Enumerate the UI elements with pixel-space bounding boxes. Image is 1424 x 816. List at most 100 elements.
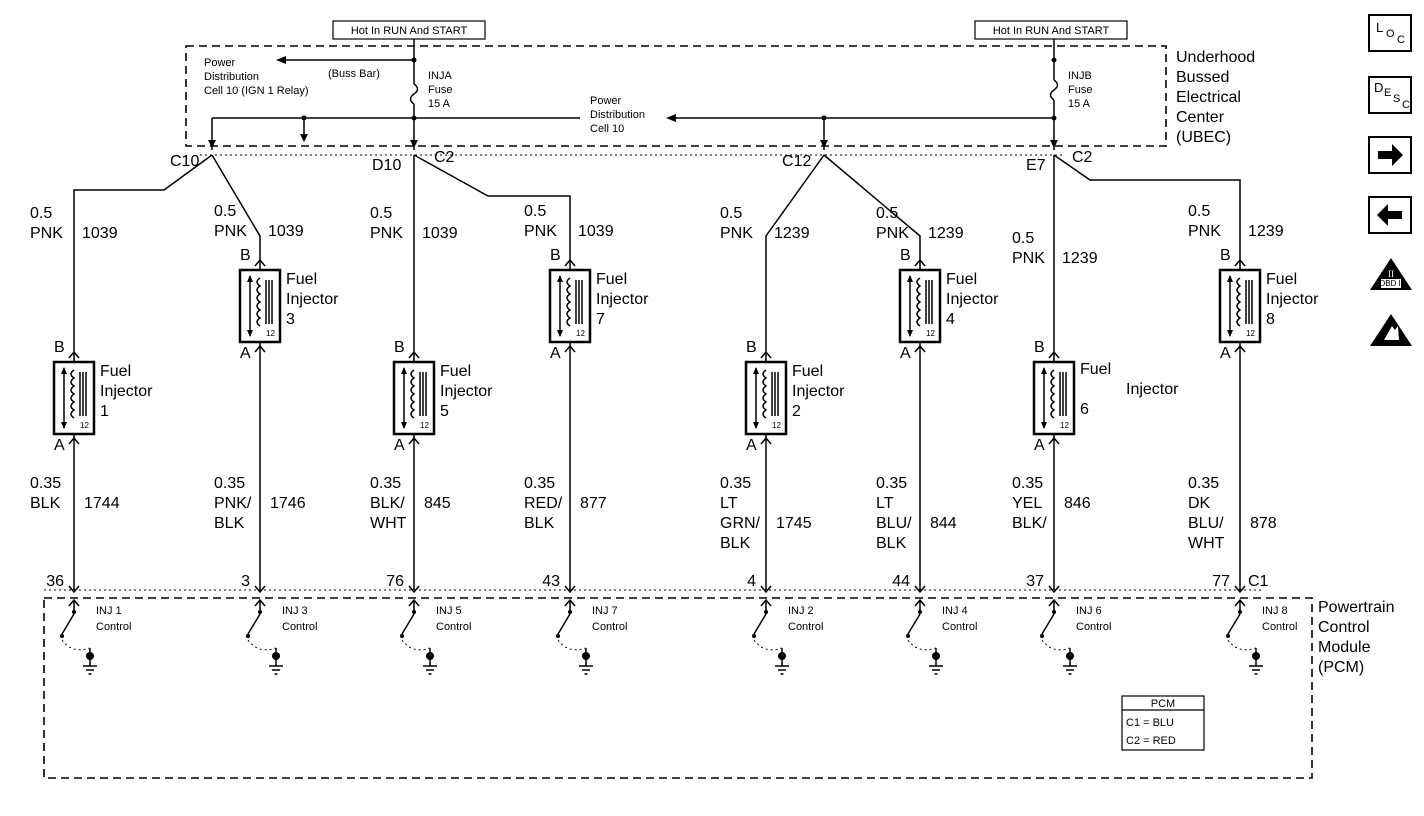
- pin-b-label: B: [1034, 339, 1045, 356]
- arrow-head: [753, 422, 759, 429]
- feed-gauge: 0.5: [1188, 203, 1210, 220]
- ubec-title-line: (UBEC): [1176, 129, 1231, 146]
- switch-blade: [61, 613, 75, 635]
- injector-name-line: 5: [440, 403, 449, 420]
- feed-circuit: 1239: [1062, 250, 1098, 267]
- loc-letter: O: [1386, 28, 1395, 40]
- output-color-line: LT: [720, 495, 738, 512]
- pcm-pin-chevron: [1048, 585, 1060, 594]
- pcm-title-line: (PCM): [1318, 659, 1364, 676]
- switch-contact: [906, 634, 910, 638]
- arrow-head: [208, 140, 216, 148]
- injector-name-line: 2: [792, 403, 801, 420]
- fuse-b-line: INJB: [1068, 70, 1092, 82]
- injector-resistance: 12: [420, 421, 429, 430]
- switch-link: [61, 639, 91, 651]
- switch-link: [401, 639, 431, 651]
- feed-gauge: 0.5: [720, 205, 742, 222]
- switch-link: [1041, 639, 1071, 651]
- injector-body: [548, 268, 592, 344]
- feed-gauge: 0.5: [30, 205, 52, 222]
- ubec-boundary: [185, 45, 1167, 147]
- output-color-line: BLK: [876, 535, 907, 552]
- pcm-title-line: Module: [1318, 639, 1371, 656]
- output-color-line: RED/: [524, 495, 563, 512]
- feed-circuit: 1039: [422, 225, 458, 242]
- control-label-line: INJ 4: [942, 605, 968, 617]
- feed-color: PNK: [370, 225, 403, 242]
- pin-b-chevron: [1048, 350, 1060, 359]
- ground-node: [582, 652, 590, 660]
- hot-label-box-left: [332, 20, 486, 40]
- pcm-pin: 77: [1212, 573, 1230, 590]
- injector-resistance: 12: [926, 329, 935, 338]
- injector-name-line: Fuel: [946, 271, 977, 288]
- output-color-line: WHT: [1188, 535, 1225, 552]
- injector-coil: [410, 369, 416, 419]
- connector-c10: C10: [170, 153, 199, 170]
- feed-branches: [73, 154, 1241, 350]
- pin-a-label: A: [746, 437, 757, 454]
- switch-link: [247, 639, 277, 651]
- switch-contact: [764, 610, 768, 614]
- output-gauge: 0.35: [370, 475, 401, 492]
- pin-a-label: A: [900, 345, 911, 362]
- output-color-line: BLK: [214, 515, 245, 532]
- ground-node: [86, 652, 94, 660]
- feed-circuit: 1239: [928, 225, 964, 242]
- arrow-head: [907, 275, 913, 282]
- pin-b-chevron: [408, 350, 420, 359]
- desc-letter: E: [1384, 87, 1392, 99]
- switch-contact: [1040, 634, 1044, 638]
- feed-circuit: 1239: [1248, 223, 1284, 240]
- injector-name-line: Injector: [596, 291, 649, 308]
- ground-node: [272, 652, 280, 660]
- forward-arrow-icon[interactable]: [1368, 136, 1412, 174]
- pcm-table-header: PCM: [1151, 698, 1175, 710]
- arrow-head: [410, 140, 418, 148]
- location-button[interactable]: L O C: [1368, 14, 1412, 52]
- injector-name-line: Fuel: [440, 363, 471, 380]
- pcm-pin-chevron: [68, 585, 80, 594]
- output-color-line: DK: [1188, 495, 1211, 512]
- feed-gauge: 0.5: [214, 203, 236, 220]
- pcm-pin: 36: [46, 573, 64, 590]
- switch-blade: [907, 613, 921, 635]
- injector-resistance: 12: [576, 329, 585, 338]
- feed-gauge: 0.5: [370, 205, 392, 222]
- injector-body: [1032, 360, 1076, 436]
- injector-resistance: 12: [1246, 329, 1255, 338]
- pd-mid-line: Power: [590, 95, 622, 107]
- output-color-line: GRN/: [720, 515, 761, 532]
- switch-blade: [557, 613, 571, 635]
- connector-e7: E7: [1026, 157, 1046, 174]
- switch-link: [907, 639, 937, 651]
- pcm-table-row: C1 = BLU: [1126, 717, 1174, 729]
- pcm-title-line: Powertrain: [1318, 599, 1394, 616]
- arrow-head: [247, 275, 253, 282]
- splice-dot: [1051, 57, 1057, 63]
- feed-circuit: 1039: [82, 225, 118, 242]
- pin-a-label: A: [1220, 345, 1231, 362]
- pin-a-label: A: [1034, 437, 1045, 454]
- pcm-pin-chevron: [254, 585, 266, 594]
- ground-node: [1252, 652, 1260, 660]
- obd-label: OBD II: [1379, 279, 1403, 288]
- output-color-line: BLK: [720, 535, 751, 552]
- injector-name-line: 1: [100, 403, 109, 420]
- obd-ii-warning-icon[interactable]: OBD II II: [1368, 256, 1414, 292]
- description-button[interactable]: D E S C: [1368, 76, 1412, 114]
- injector-name-line: Fuel: [100, 363, 131, 380]
- back-arrow-icon[interactable]: [1368, 196, 1412, 234]
- esd-warning-icon[interactable]: [1368, 312, 1414, 348]
- hot-label-left: Hot In RUN And START: [351, 25, 468, 37]
- control-label-line: Control: [592, 621, 627, 633]
- control-label-line: Control: [436, 621, 471, 633]
- pcm-title-line: Control: [1318, 619, 1370, 636]
- ubec-feed-wiring: [211, 39, 1059, 150]
- output-circuit: 1744: [84, 495, 120, 512]
- output-circuit: 878: [1250, 515, 1277, 532]
- output-gauge: 0.35: [30, 475, 61, 492]
- injector-name-line: 8: [1266, 311, 1275, 328]
